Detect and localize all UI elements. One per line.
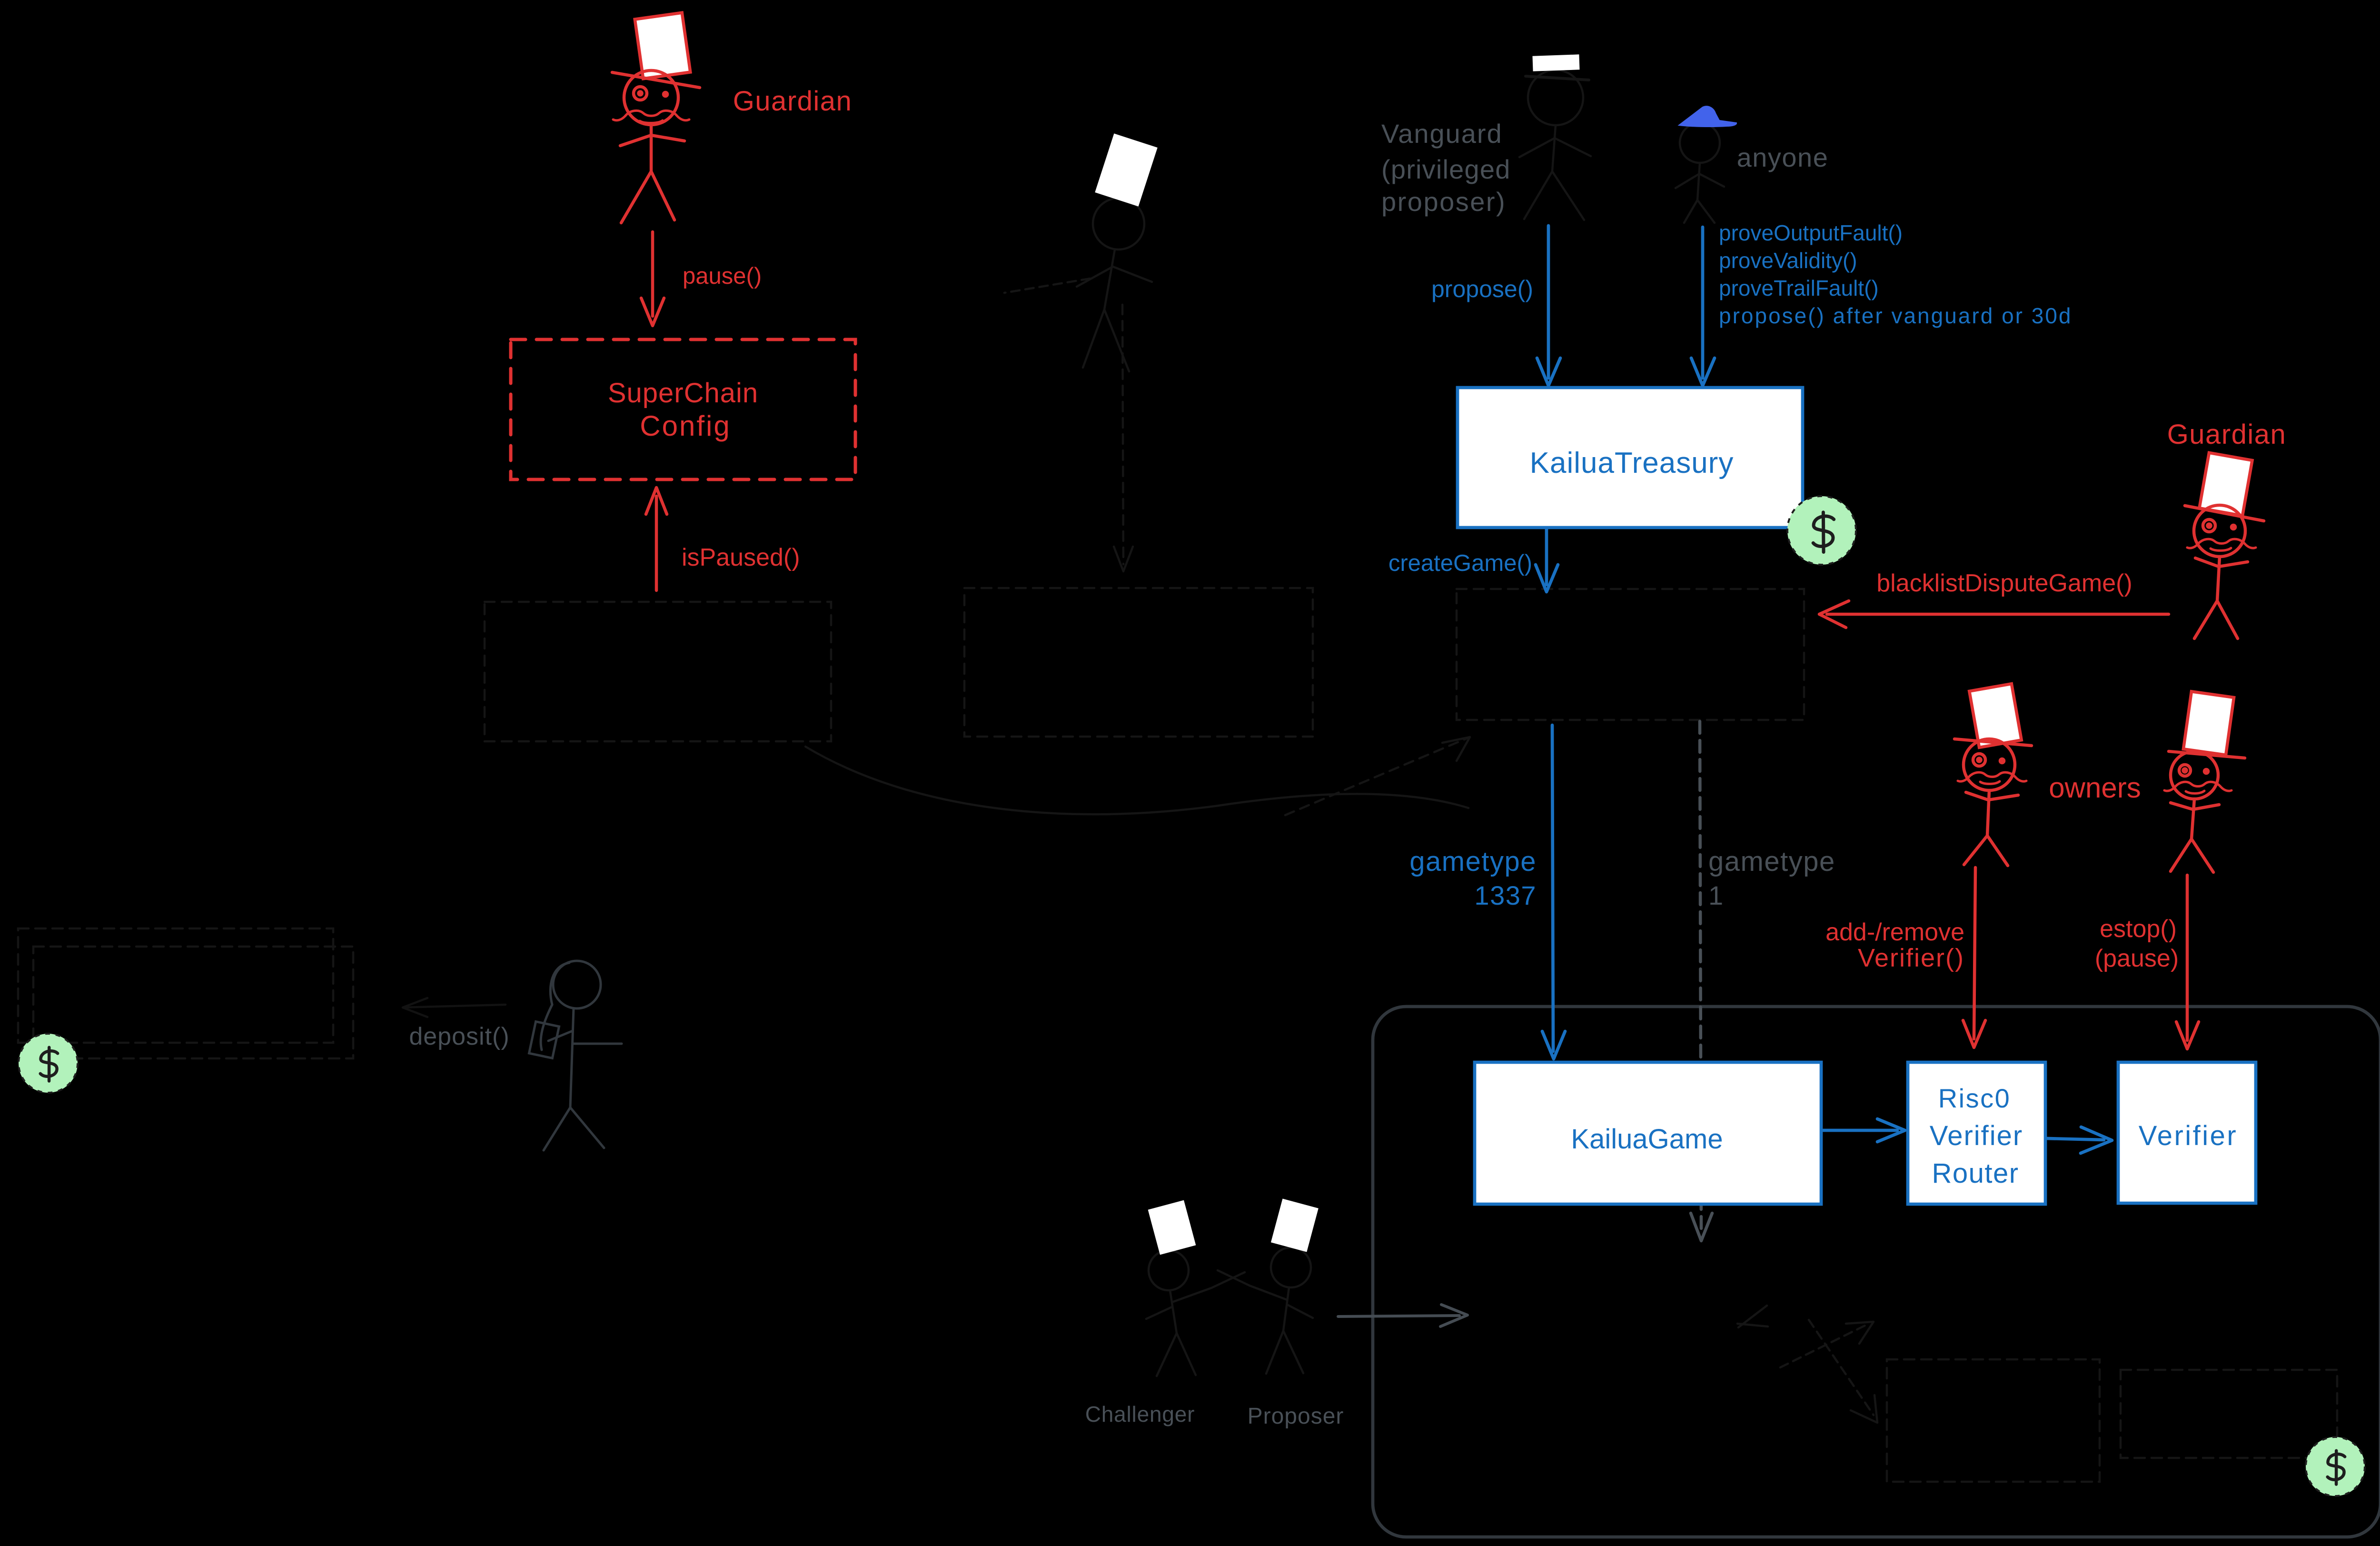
svg-text:Router: Router xyxy=(1932,1158,2019,1189)
svg-text:deposit(): deposit() xyxy=(409,1023,509,1050)
svg-text:gametype: gametype xyxy=(1708,846,1835,877)
svg-text:propose() after vanguard or 30: propose() after vanguard or 30d xyxy=(1719,303,2073,328)
svg-text:Verifier: Verifier xyxy=(2139,1120,2238,1151)
svg-text:isPaused(): isPaused() xyxy=(682,544,800,571)
svg-text:anyone: anyone xyxy=(1737,142,1829,172)
svg-text:Guardian: Guardian xyxy=(733,86,853,117)
svg-text:(privileged: (privileged xyxy=(1381,154,1511,184)
svg-text:Config: Config xyxy=(640,410,731,442)
svg-text:1: 1 xyxy=(1708,880,1723,910)
svg-text:gametype: gametype xyxy=(1409,846,1537,877)
svg-text:blacklistDisputeGame(): blacklistDisputeGame() xyxy=(1876,569,2132,597)
svg-text:(pause): (pause) xyxy=(2095,945,2179,972)
svg-text:Verifier: Verifier xyxy=(1930,1120,2023,1151)
svg-text:proveTrailFault(): proveTrailFault() xyxy=(1719,276,1879,300)
svg-text:add-/remove: add-/remove xyxy=(1825,918,1964,946)
svg-text:owners: owners xyxy=(2049,772,2141,804)
svg-text:KailuaGame: KailuaGame xyxy=(1571,1124,1723,1155)
svg-text:1337: 1337 xyxy=(1474,880,1537,910)
svg-text:proposer): proposer) xyxy=(1381,187,1506,217)
svg-text:estop(): estop() xyxy=(2100,915,2177,943)
svg-text:Verifier(): Verifier() xyxy=(1858,944,1964,972)
svg-text:Risc0: Risc0 xyxy=(1938,1083,2011,1113)
svg-text:Vanguard: Vanguard xyxy=(1381,119,1503,149)
svg-text:KailuaTreasury: KailuaTreasury xyxy=(1530,447,1734,479)
svg-text:createGame(): createGame() xyxy=(1388,550,1532,576)
svg-text:proveOutputFault(): proveOutputFault() xyxy=(1719,220,1903,245)
svg-text:SuperChain: SuperChain xyxy=(608,378,758,409)
svg-text:proveValidity(): proveValidity() xyxy=(1719,248,1857,273)
svg-text:Guardian: Guardian xyxy=(2167,419,2287,450)
svg-text:pause(): pause() xyxy=(683,263,762,289)
svg-text:Proposer: Proposer xyxy=(1248,1404,1344,1429)
svg-text:propose(): propose() xyxy=(1431,276,1533,302)
svg-text:Challenger: Challenger xyxy=(1085,1402,1195,1426)
